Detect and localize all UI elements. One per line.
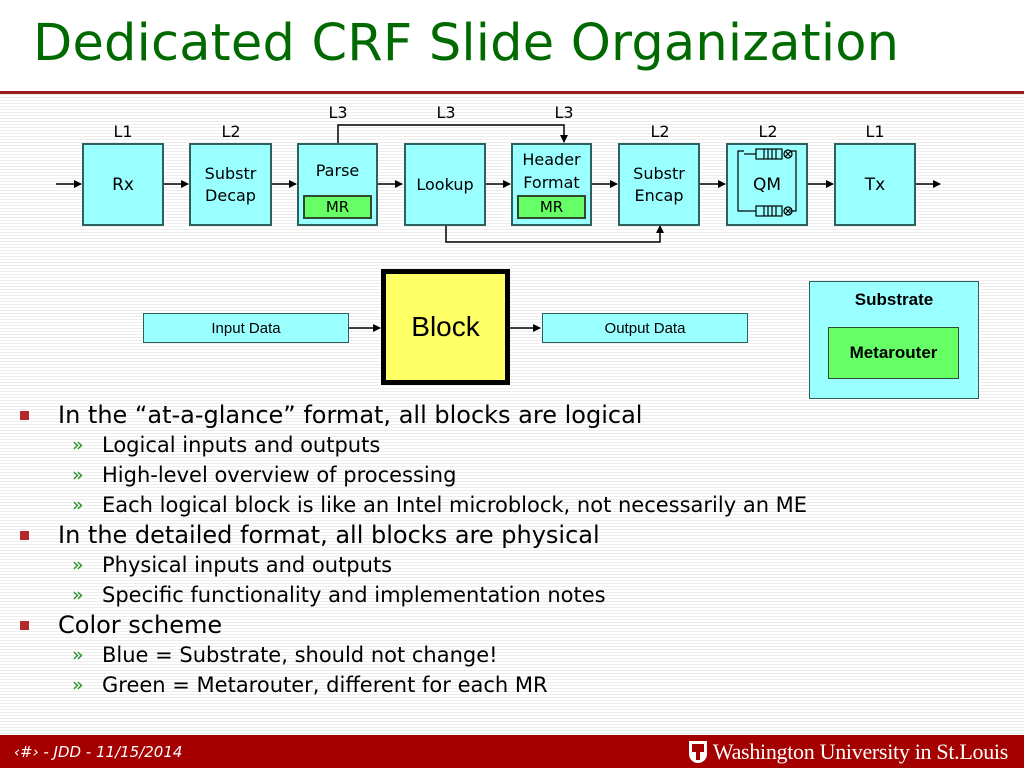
- rx-label: Rx: [112, 174, 134, 195]
- arrow-parse-bypass: [337, 124, 568, 143]
- bullet-text: In the “at-a-glance” format, all blocks …: [58, 401, 643, 429]
- bullet-list: In the “at-a-glance” format, all blocks …: [20, 400, 1010, 700]
- header-format-label-line2: Format: [523, 173, 580, 192]
- qm-block: QM: [726, 143, 808, 226]
- sub-bullet-text: Specific functionality and implementatio…: [102, 583, 606, 607]
- output-data-box: Output Data: [542, 313, 748, 343]
- substr-encap-label-line2: Encap: [634, 185, 684, 205]
- university-name: Washington University in St.Louis: [712, 739, 1008, 764]
- bullet-item: Color scheme: [20, 610, 1010, 640]
- block-label: Block: [411, 311, 480, 342]
- level-label-tx: L1: [865, 122, 885, 141]
- level-label-qm: L2: [758, 122, 778, 141]
- sub-bullet-text: Blue = Substrate, should not change!: [102, 643, 498, 667]
- chevron-bullet-icon: »: [72, 584, 84, 606]
- sub-bullet-text: Each logical block is like an Intel micr…: [102, 493, 808, 517]
- sub-bullet-text: Physical inputs and outputs: [102, 553, 393, 577]
- university-logo: Washington University in St.Louis: [688, 739, 1008, 765]
- arrow-lookup-bypass: [445, 225, 664, 243]
- tx-label: Tx: [864, 174, 886, 195]
- sub-bullet-item: » Logical inputs and outputs: [20, 430, 1010, 460]
- input-data-box: Input Data: [143, 313, 349, 343]
- bullet-text: In the detailed format, all blocks are p…: [58, 521, 600, 549]
- level-label-parse: L3: [328, 103, 348, 122]
- shield-icon: [688, 741, 707, 763]
- chevron-bullet-icon: »: [72, 644, 84, 666]
- bullet-item: In the “at-a-glance” format, all blocks …: [20, 400, 1010, 430]
- level-label-decap: L2: [221, 122, 241, 141]
- header-format-mr-block: MR: [517, 195, 586, 219]
- chevron-bullet-icon: »: [72, 554, 84, 576]
- bullet-text: Color scheme: [58, 611, 223, 639]
- chevron-bullet-icon: »: [72, 674, 84, 696]
- sub-bullet-item: » Blue = Substrate, should not change!: [20, 640, 1010, 670]
- bullet-square-icon: [20, 531, 29, 540]
- slide-footer: ‹#› - JDD - 11/15/2014 Washington Univer…: [0, 735, 1024, 768]
- bullet-square-icon: [20, 621, 29, 630]
- parse-mr-block: MR: [303, 195, 372, 219]
- sub-bullet-text: High-level overview of processing: [102, 463, 457, 487]
- output-data-label: Output Data: [604, 319, 686, 337]
- metarouter-legend-label: Metarouter: [849, 343, 938, 362]
- footer-slide-info: ‹#› - JDD - 11/15/2014: [14, 743, 183, 761]
- lookup-block: Lookup: [404, 143, 486, 226]
- sub-bullet-item: » Specific functionality and implementati…: [20, 580, 1010, 610]
- lookup-label: Lookup: [416, 174, 474, 194]
- chevron-bullet-icon: »: [72, 464, 84, 486]
- substr-decap-label-line1: Substr: [204, 163, 257, 183]
- header-format-label-line1: Header: [522, 150, 581, 169]
- substr-decap-block: Substr Decap: [189, 143, 272, 226]
- title-divider: [0, 91, 1024, 94]
- logical-block: Block: [381, 269, 510, 385]
- metarouter-legend-box: Metarouter: [828, 327, 959, 379]
- sub-bullet-item: » Physical inputs and outputs: [20, 550, 1010, 580]
- rx-block: Rx: [82, 143, 164, 226]
- level-label-lookup: L3: [436, 103, 456, 122]
- substr-decap-label-line2: Decap: [205, 185, 256, 205]
- substrate-legend-label: Substrate: [854, 290, 934, 309]
- chevron-bullet-icon: »: [72, 434, 84, 456]
- queue-icon: [737, 148, 797, 217]
- level-label-rx: L1: [113, 122, 133, 141]
- substr-encap-label-line1: Substr: [633, 163, 685, 183]
- sub-bullet-item: » High-level overview of processing: [20, 460, 1010, 490]
- tx-block: Tx: [834, 143, 916, 226]
- slide-title: Dedicated CRF Slide Organization: [33, 14, 900, 73]
- qm-label: QM: [752, 174, 782, 195]
- sub-bullet-item: » Green = Metarouter, different for each …: [20, 670, 1010, 700]
- chevron-bullet-icon: »: [72, 494, 84, 516]
- bullet-item: In the detailed format, all blocks are p…: [20, 520, 1010, 550]
- sub-bullet-text: Logical inputs and outputs: [102, 433, 381, 457]
- substr-encap-block: Substr Encap: [618, 143, 700, 226]
- input-data-label: Input Data: [211, 319, 281, 337]
- bullet-square-icon: [20, 411, 29, 420]
- level-label-header-format: L3: [554, 103, 574, 122]
- sub-bullet-item: » Each logical block is like an Intel mic…: [20, 490, 1010, 520]
- sub-bullet-text: Green = Metarouter, different for each M…: [102, 673, 548, 697]
- parse-label: Parse: [315, 161, 360, 180]
- level-label-encap: L2: [650, 122, 670, 141]
